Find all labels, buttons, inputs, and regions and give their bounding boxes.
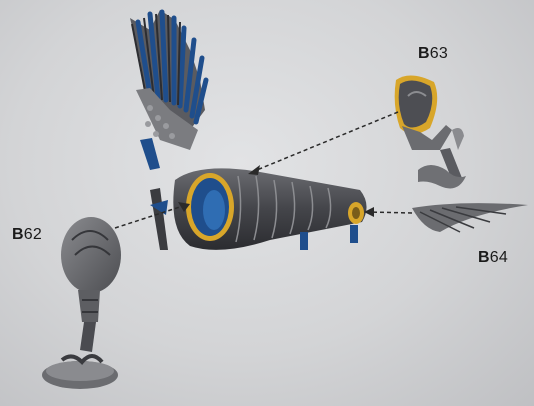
arrowhead-b63: [248, 165, 260, 175]
part-label-b62: B62: [12, 226, 42, 244]
leg-part-b63: [395, 75, 466, 188]
part-label-b64: B64: [478, 249, 508, 267]
guide-line-b63: [252, 112, 398, 172]
guide-line-b64: [368, 212, 412, 213]
leg-part-b62: [42, 217, 121, 389]
tail-part-b64: [412, 203, 528, 232]
part-label-b63: B63: [418, 45, 448, 63]
wing-part: [130, 10, 206, 170]
